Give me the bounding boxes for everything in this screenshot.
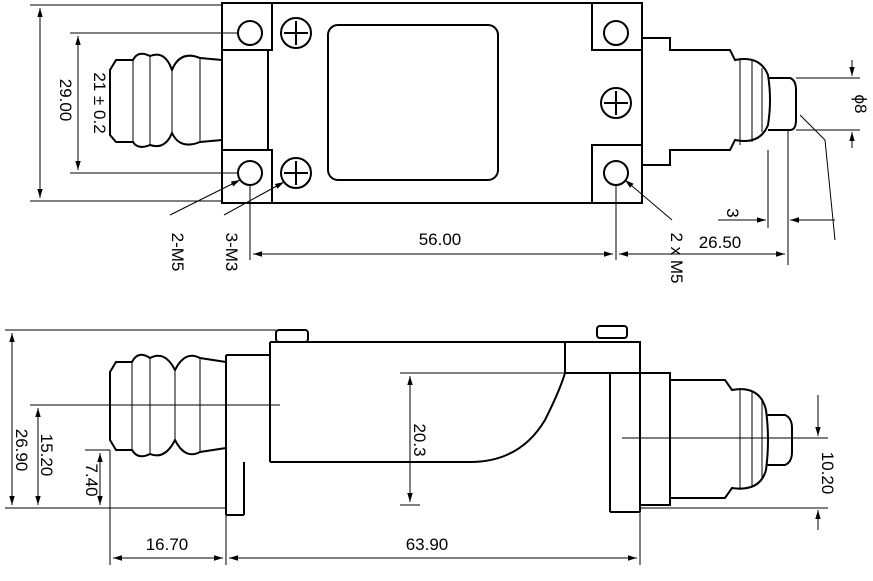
tab-top-left (222, 3, 273, 51)
leader-screws (223, 181, 285, 216)
dim-plunger-diameter: ϕ8 (851, 95, 870, 114)
mount-hole-top-left (237, 20, 263, 46)
plunger-rings-side (739, 388, 763, 490)
dim-hole-to-hole: 56.00 (419, 230, 462, 249)
bump-right (596, 325, 628, 339)
top-window (327, 24, 499, 181)
plunger-tip-side (766, 414, 793, 466)
boot-block (221, 49, 269, 151)
bellows-boot-side (109, 353, 227, 458)
dim-axis-height: 15.20 (37, 434, 56, 477)
callout-right-holes: 2 x M5 (667, 232, 686, 283)
tab-top-right (591, 3, 642, 51)
screw-bottom (280, 157, 312, 189)
dim-hole-spacing: 21 ± 0.2 (90, 72, 109, 133)
dim-total-height: 26.90 (12, 429, 31, 472)
tab-bottom-right (591, 144, 642, 203)
dim-boot-length: 16.70 (146, 535, 189, 554)
screw-top (280, 17, 312, 49)
tab-bottom-left (222, 149, 273, 203)
dim-cam-height: 20.3 (410, 423, 429, 456)
callout-screws: 3-M3 (222, 233, 241, 272)
leader-right-holes (624, 179, 673, 221)
plunger-rings-top (739, 58, 763, 145)
side-view: 26.90 15.20 7.40 16.70 63.90 20.3 10.20 (5, 325, 837, 565)
dim-plunger-height: 10.20 (818, 452, 837, 495)
dim-plunger-offset: 3 (723, 208, 742, 217)
top-view: 29.00 21 ± 0.2 56.00 26.50 3 ϕ8 2-M5 3- (30, 2, 870, 284)
dim-body-length: 63.90 (406, 535, 449, 554)
dim-base-offset: 7.40 (82, 463, 101, 496)
plunger-housing-side (670, 379, 769, 499)
dim-height: 29.00 (56, 79, 75, 122)
plunger-tip-top (768, 77, 797, 131)
screw-right (600, 87, 632, 119)
bellows-boot-top (109, 52, 223, 148)
bump-left (275, 329, 309, 343)
plunger-housing-top (642, 37, 771, 166)
leader-left-holes (169, 179, 241, 216)
mount-hole-top-right (603, 20, 629, 46)
callout-left-holes: 2-M5 (168, 233, 187, 272)
cam-curve (469, 372, 566, 463)
mount-hole-bottom-right (603, 160, 629, 186)
dim-plunger: 26.50 (699, 233, 742, 252)
mount-hole-bottom-left (237, 160, 263, 186)
